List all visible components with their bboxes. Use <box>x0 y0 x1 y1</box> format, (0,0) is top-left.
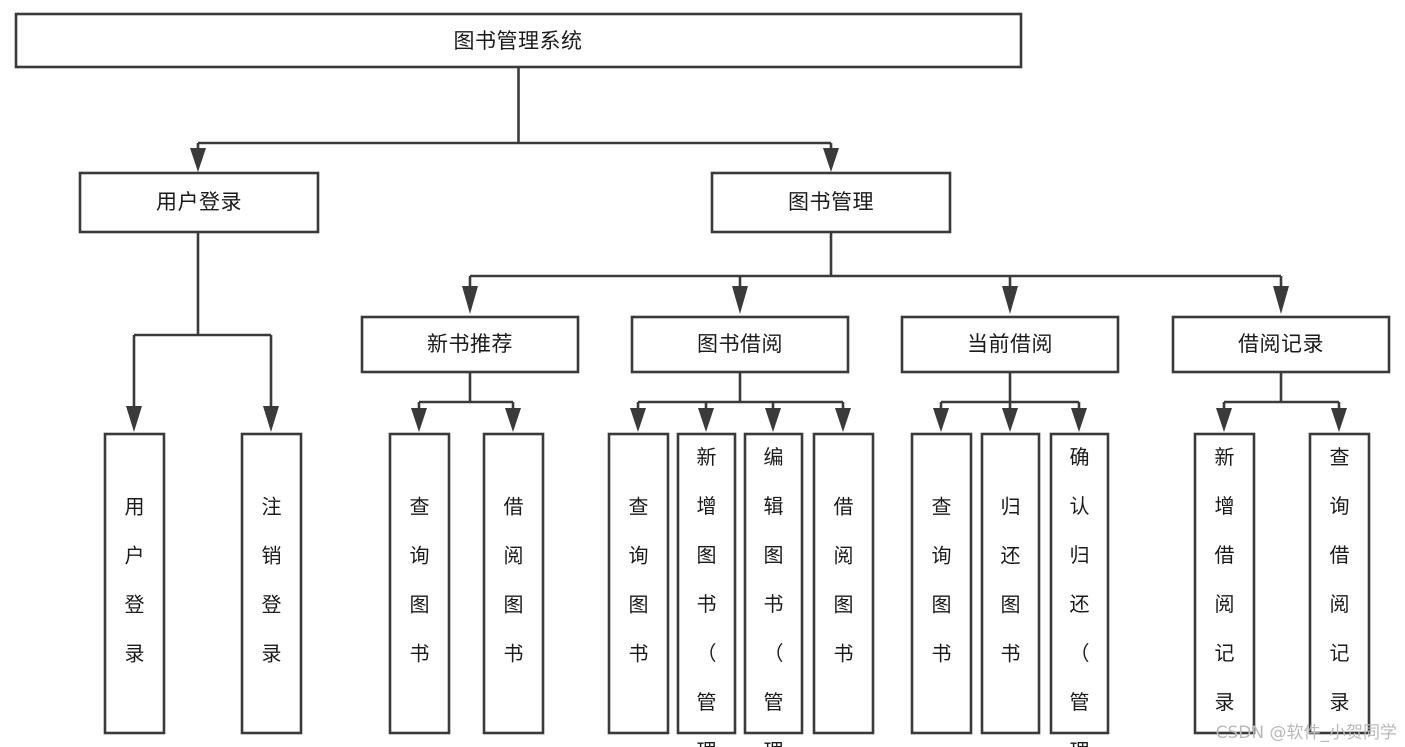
node-leaf-borrow-book-1[interactable]: 借阅图书 <box>482 432 545 735</box>
node-current-borrow[interactable]: 当前借阅 <box>900 315 1120 374</box>
node-leaf-edit-book[interactable]: 编辑图书（管理员） <box>743 432 804 747</box>
arrow-head-leaf-add-record <box>1216 408 1232 432</box>
node-leaf-user-login-label: 用户登录 <box>125 495 145 666</box>
node-leaf-borrow-book-1-box[interactable] <box>482 432 545 735</box>
node-leaf-add-record-label: 新增借阅记录 <box>1215 445 1235 714</box>
node-leaf-query-record[interactable]: 查询借阅记录 <box>1308 432 1371 735</box>
node-leaf-add-record-box[interactable] <box>1193 432 1256 735</box>
node-leaf-add-book[interactable]: 新增图书（管理员） <box>676 432 737 747</box>
node-borrow-record-box[interactable] <box>1171 315 1391 374</box>
arrow-head-leaf-confirm-return <box>1071 408 1087 432</box>
node-leaf-query-record-box[interactable] <box>1308 432 1371 735</box>
node-leaf-borrow-book-2[interactable]: 借阅图书 <box>812 432 875 735</box>
node-borrow-record[interactable]: 借阅记录 <box>1171 315 1391 374</box>
arrow-head-leaf-query-book-3 <box>933 408 949 432</box>
node-current-borrow-box[interactable] <box>900 315 1120 374</box>
csdn-watermark: CSDN @软件_小贺同学 <box>1215 723 1397 743</box>
arrow-head-leaf-user-login <box>126 406 142 432</box>
arrow-head-current-borrow <box>1002 286 1018 314</box>
arrow-head-leaf-borrow-book-1 <box>505 408 521 432</box>
node-leaf-query-book-1-label: 查询图书 <box>410 495 430 666</box>
node-new-book-rec-label: 新书推荐 <box>427 332 513 356</box>
node-leaf-logout-box[interactable] <box>240 432 303 735</box>
node-leaf-query-record-label: 查询借阅记录 <box>1330 445 1350 714</box>
node-root[interactable]: 图书管理系统 <box>14 12 1023 69</box>
node-user-login-box[interactable] <box>78 171 320 234</box>
node-leaf-query-book-2-box[interactable] <box>607 432 670 735</box>
node-leaf-edit-book-box[interactable] <box>743 432 804 735</box>
node-user-login-label: 用户登录 <box>156 190 242 214</box>
node-leaf-confirm-return[interactable]: 确认归还（管理员） <box>1049 432 1110 747</box>
node-leaf-add-book-box[interactable] <box>676 432 737 735</box>
node-leaf-return-book-label: 归还图书 <box>1001 495 1021 666</box>
arrow-head-leaf-logout <box>263 406 279 432</box>
arrow-head-book-manage <box>823 148 839 172</box>
arrow-head-borrow-record <box>1273 286 1289 314</box>
node-book-manage[interactable]: 图书管理 <box>710 171 952 234</box>
node-leaf-user-login-box[interactable] <box>103 432 166 735</box>
node-leaf-query-book-3-label: 查询图书 <box>932 495 952 666</box>
node-new-book-rec-box[interactable] <box>360 315 580 374</box>
node-leaf-add-record[interactable]: 新增借阅记录 <box>1193 432 1256 735</box>
node-new-book-rec[interactable]: 新书推荐 <box>360 315 580 374</box>
arrow-head-book-borrow <box>732 286 748 314</box>
node-leaf-borrow-book-2-label: 借阅图书 <box>834 495 854 666</box>
node-book-manage-label: 图书管理 <box>788 190 874 214</box>
node-leaf-query-book-2-label: 查询图书 <box>629 495 649 666</box>
node-leaf-logout[interactable]: 注销登录 <box>240 432 303 735</box>
node-leaf-logout-label: 注销登录 <box>262 495 282 666</box>
node-leaf-query-book-3[interactable]: 查询图书 <box>910 432 973 735</box>
arrow-head-leaf-return-book <box>1002 408 1018 432</box>
arrow-head-user-login <box>190 148 206 172</box>
node-leaf-query-book-3-box[interactable] <box>910 432 973 735</box>
node-root-label: 图书管理系统 <box>454 29 583 53</box>
connector-layer <box>126 67 1347 432</box>
node-borrow-record-label: 借阅记录 <box>1238 332 1324 356</box>
node-leaf-borrow-book-1-label: 借阅图书 <box>504 495 524 666</box>
node-leaf-add-book-label: 新增图书（管理员） <box>697 445 717 747</box>
node-user-login[interactable]: 用户登录 <box>78 171 320 234</box>
node-book-borrow-box[interactable] <box>630 315 850 374</box>
node-book-manage-box[interactable] <box>710 171 952 234</box>
node-leaf-confirm-return-box[interactable] <box>1049 432 1110 735</box>
node-book-borrow-label: 图书借阅 <box>697 332 783 356</box>
node-leaf-return-book-box[interactable] <box>980 432 1041 735</box>
arrow-head-leaf-borrow-book-2 <box>835 408 851 432</box>
node-root-box[interactable] <box>14 12 1023 69</box>
arrow-head-leaf-edit-book <box>765 408 781 432</box>
node-book-borrow[interactable]: 图书借阅 <box>630 315 850 374</box>
node-leaf-borrow-book-2-box[interactable] <box>812 432 875 735</box>
node-leaf-confirm-return-label: 确认归还（管理员） <box>1070 445 1090 747</box>
node-leaf-edit-book-label: 编辑图书（管理员） <box>764 445 784 747</box>
node-leaf-user-login[interactable]: 用户登录 <box>103 432 166 735</box>
arrow-head-leaf-query-record <box>1331 408 1347 432</box>
node-leaf-query-book-2[interactable]: 查询图书 <box>607 432 670 735</box>
arrow-head-new-book-rec <box>462 286 478 314</box>
node-leaf-query-book-1-box[interactable] <box>388 432 451 735</box>
node-current-borrow-label: 当前借阅 <box>967 332 1053 356</box>
node-leaf-query-book-1[interactable]: 查询图书 <box>388 432 451 735</box>
arrow-head-leaf-query-book-1 <box>411 408 427 432</box>
arrow-head-leaf-query-book-2 <box>630 408 646 432</box>
node-leaf-return-book[interactable]: 归还图书 <box>980 432 1041 735</box>
arrow-head-leaf-add-book <box>698 408 714 432</box>
